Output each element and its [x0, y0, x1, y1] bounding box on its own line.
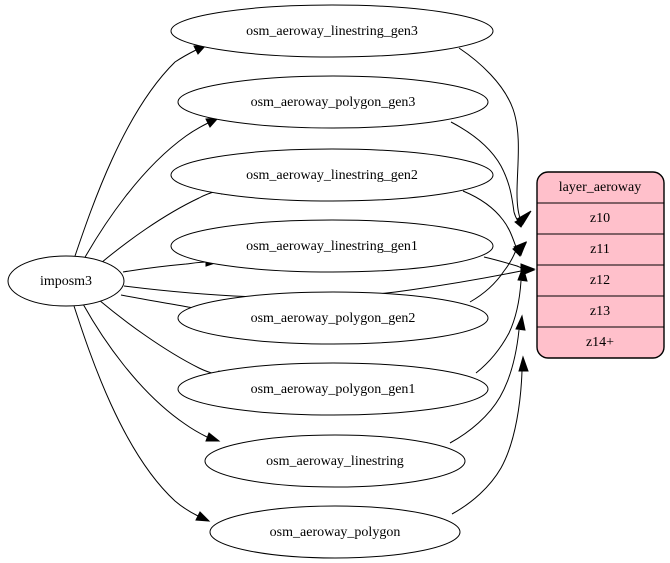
- table-node-group[interactable]: osm_aeroway_polygon_gen3: [177, 75, 489, 129]
- node-imposm3-label: imposm3: [40, 274, 92, 289]
- node-osm-aeroway-polygon-gen2-label: osm_aeroway_polygon_gen2: [251, 311, 416, 326]
- table-node-group[interactable]: osm_aeroway_polygon_gen2: [177, 291, 489, 345]
- layer-row-label-z14plus: z14+: [586, 335, 614, 350]
- edge-arrow-pg1-z12: [517, 265, 528, 282]
- edge-imposm3-to-linestring: [82, 303, 208, 438]
- table-node-group[interactable]: osm_aeroway_linestring_gen2: [170, 148, 494, 202]
- node-osm-aeroway-linestring-gen3[interactable]: [170, 4, 494, 58]
- node-imposm3[interactable]: [7, 255, 125, 307]
- layer-row-cell-z14plus[interactable]: [537, 326, 664, 358]
- node-osm-aeroway-polygon[interactable]: [209, 505, 461, 559]
- layer-header-label: layer_aeroway: [559, 180, 641, 195]
- edge-imposm3-to-polygon-gen3: [83, 122, 209, 260]
- layer-row-cell-z10[interactable]: [537, 202, 664, 235]
- edge-arrow-ls-z13: [515, 314, 526, 331]
- edge-linestring-gen1-to-z12: [483, 256, 522, 269]
- edge-polygon-gen2-to-z11: [469, 247, 518, 303]
- edge-polygon-gen1-to-z12: [475, 280, 522, 374]
- node-osm-aeroway-linestring-gen2-label: osm_aeroway_linestring_gen2: [246, 168, 418, 183]
- table-node-group[interactable]: osm_aeroway_polygon_gen1: [177, 362, 489, 416]
- node-osm-aeroway-polygon-gen3[interactable]: [177, 75, 489, 129]
- node-osm-aeroway-polygon-gen1-label: osm_aeroway_polygon_gen1: [251, 382, 416, 397]
- edge-arrow-linestring: [205, 432, 221, 442]
- node-osm-aeroway-linestring-gen1-label: osm_aeroway_linestring_gen1: [246, 239, 418, 254]
- layer-row-label-z11: z11: [590, 242, 610, 257]
- layer-row-label-z12: z12: [590, 273, 610, 288]
- edge-imposm3-to-linestring-gen3: [74, 49, 197, 257]
- layer-row-cell-z13[interactable]: [537, 295, 664, 328]
- edge-arrow-pg-z14: [518, 355, 529, 372]
- node-osm-aeroway-polygon-label: osm_aeroway_polygon: [270, 525, 401, 540]
- node-osm-aeroway-polygon-gen1[interactable]: [177, 362, 489, 416]
- edge-arrow-pg3-z10: [514, 213, 530, 228]
- layer-row-cell-z11[interactable]: [537, 233, 664, 266]
- edge-linestring-gen3-to-z10: [458, 47, 521, 219]
- table-node-group[interactable]: osm_aeroway_linestring: [204, 434, 466, 488]
- edge-polygon-to-z14: [451, 370, 523, 515]
- layer-row-label-z10: z10: [590, 211, 610, 226]
- edge-linestring-to-z13: [449, 329, 520, 444]
- layer-row-cell-z12[interactable]: [537, 264, 664, 297]
- layer-row-label-z13: z13: [590, 304, 610, 319]
- node-osm-aeroway-polygon-gen3-label: osm_aeroway_polygon_gen3: [251, 95, 416, 110]
- table-node-group[interactable]: osm_aeroway_linestring_gen1: [170, 219, 494, 273]
- layer-aeroway-table[interactable]: layer_aeroway z10 z11 z12 z13 z14+: [536, 171, 665, 359]
- node-osm-aeroway-linestring-gen1[interactable]: [170, 219, 494, 273]
- edge-imposm3-to-linestring-gen1: [122, 261, 208, 273]
- node-osm-aeroway-linestring-label: osm_aeroway_linestring: [266, 454, 404, 469]
- layer-table-outline: [536, 171, 665, 359]
- node-osm-aeroway-linestring-gen3-label: osm_aeroway_linestring_gen3: [246, 24, 418, 39]
- source-node-group[interactable]: imposm3: [7, 255, 125, 307]
- edge-polygon-gen3-to-z10: [450, 121, 519, 222]
- edge-linestring-gen2-to-z11: [462, 190, 517, 248]
- node-osm-aeroway-linestring[interactable]: [204, 434, 466, 488]
- table-node-group[interactable]: osm_aeroway_linestring_gen3: [170, 4, 494, 58]
- table-node-group[interactable]: osm_aeroway_polygon: [209, 505, 461, 559]
- edge-imposm3-to-polygon: [73, 305, 199, 517]
- node-osm-aeroway-polygon-gen2[interactable]: [177, 291, 489, 345]
- edge-arrow-polygon: [195, 511, 211, 522]
- node-osm-aeroway-linestring-gen2[interactable]: [170, 148, 494, 202]
- edge-arrow-pg2-z11: [513, 241, 527, 256]
